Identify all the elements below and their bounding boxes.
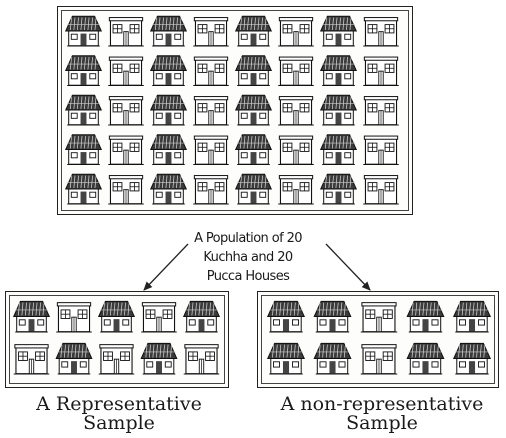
representative-sample-box — [5, 291, 229, 388]
arrow-to-representative — [143, 243, 189, 291]
kuchha-house-icon — [266, 342, 306, 375]
non-representative-caption-line-2: Sample — [346, 412, 418, 434]
kuchha-house-icon — [64, 55, 103, 87]
kuchha-house-icon — [313, 300, 352, 333]
pucca-house-icon — [363, 17, 399, 47]
kuchha-house-icon — [64, 134, 103, 166]
pucca-house-icon — [108, 135, 144, 166]
kuchha-house-icon — [452, 342, 492, 375]
pucca-house-icon — [363, 56, 399, 87]
kuchha-house-icon — [234, 134, 273, 166]
kuchha-house-icon — [319, 134, 358, 166]
kuchha-house-icon — [319, 55, 358, 87]
population-box — [57, 6, 413, 215]
population-caption: A Population of 20 Kuchha and 20 Pucca H… — [178, 229, 318, 286]
pucca-house-icon — [278, 96, 314, 126]
pucca-house-icon — [360, 302, 398, 333]
pucca-house-icon — [108, 17, 144, 47]
kuchha-house-icon — [64, 15, 103, 47]
pucca-house-icon — [193, 17, 229, 47]
pucca-house-icon — [278, 17, 314, 47]
pucca-house-icon — [278, 175, 314, 205]
pucca-house-icon — [363, 96, 399, 126]
kuchha-house-icon — [149, 134, 188, 166]
kuchha-house-icon — [234, 55, 273, 87]
pucca-house-icon — [56, 302, 92, 333]
pucca-house-icon — [193, 56, 229, 87]
kuchha-house-icon — [319, 94, 358, 126]
pucca-house-icon — [183, 344, 220, 375]
representative-caption-line-2: Sample — [83, 412, 155, 434]
population-house-grid — [64, 15, 399, 205]
kuchha-house-icon — [64, 94, 103, 126]
pucca-house-icon — [108, 56, 144, 87]
kuchha-house-icon — [234, 173, 273, 205]
pucca-house-icon — [108, 96, 144, 126]
kuchha-house-icon — [319, 173, 358, 205]
pucca-house-icon — [193, 135, 229, 166]
kuchha-house-icon — [97, 300, 136, 333]
kuchha-house-icon — [266, 300, 306, 333]
kuchha-house-icon — [140, 342, 178, 375]
kuchha-house-icon — [234, 94, 273, 126]
population-caption-line-3: Pucca Houses — [206, 269, 290, 284]
kuchha-house-icon — [149, 173, 188, 205]
population-caption-line-2: Kuchha and 20 — [203, 250, 293, 265]
kuchha-house-icon — [12, 300, 51, 333]
pucca-house-icon — [98, 344, 135, 375]
kuchha-house-icon — [234, 15, 273, 47]
kuchha-house-icon — [182, 300, 221, 333]
pucca-house-icon — [363, 135, 399, 166]
representative-caption-line-1: A Representative — [36, 393, 202, 415]
non-representative-sample-box — [257, 291, 499, 388]
kuchha-house-icon — [406, 342, 445, 375]
population-caption-line-1: A Population of 20 — [194, 231, 302, 246]
representative-sample-caption: A Representative Sample — [8, 395, 230, 433]
kuchha-house-icon — [149, 55, 188, 87]
kuchha-house-icon — [149, 15, 188, 47]
kuchha-house-icon — [55, 342, 93, 375]
representative-house-grid — [12, 300, 221, 375]
non-representative-house-grid — [266, 300, 492, 375]
pucca-house-icon — [193, 175, 229, 205]
pucca-house-icon — [278, 135, 314, 166]
kuchha-house-icon — [319, 15, 358, 47]
kuchha-house-icon — [406, 300, 445, 333]
pucca-house-icon — [13, 344, 50, 375]
non-representative-sample-caption: A non-representative Sample — [262, 395, 502, 433]
pucca-house-icon — [363, 175, 399, 205]
kuchha-house-icon — [149, 94, 188, 126]
arrow-to-non-representative — [325, 243, 371, 291]
pucca-house-icon — [278, 56, 314, 87]
kuchha-house-icon — [64, 173, 103, 205]
kuchha-house-icon — [452, 300, 492, 333]
kuchha-house-icon — [313, 342, 352, 375]
pucca-house-icon — [141, 302, 177, 333]
non-representative-caption-line-1: A non-representative — [280, 393, 484, 415]
pucca-house-icon — [193, 96, 229, 126]
pucca-house-icon — [108, 175, 144, 205]
pucca-house-icon — [360, 344, 398, 375]
